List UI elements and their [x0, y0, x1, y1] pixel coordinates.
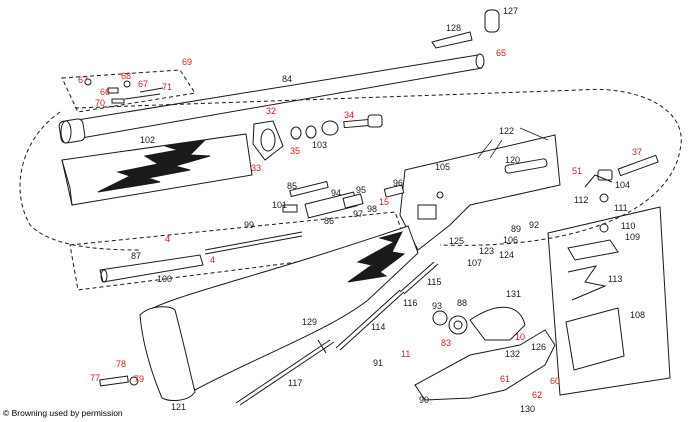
- part-label-11: 11: [401, 349, 410, 359]
- part-label-35: 35: [290, 146, 300, 156]
- part-label-79: 79: [134, 374, 144, 384]
- assembly-outline: [19, 88, 682, 251]
- part-label-101: 101: [272, 200, 287, 210]
- part-label-61: 61: [500, 374, 510, 384]
- part-label-108: 108: [630, 310, 645, 320]
- part-label-97: 97: [353, 209, 363, 219]
- part-label-91: 91: [373, 358, 383, 368]
- part-label-62: 62: [532, 390, 542, 400]
- part-label-37: 37: [632, 147, 642, 157]
- magazine-box: [547, 206, 671, 396]
- part-label-78: 78: [116, 359, 126, 369]
- small-parts: [99, 9, 500, 387]
- part-label-60: 60: [550, 376, 560, 386]
- part-bolt-assembly: [282, 180, 405, 219]
- part-label-65: 65: [496, 48, 506, 58]
- part-label-100: 100: [157, 274, 172, 284]
- part-label-107: 107: [467, 258, 482, 268]
- part-label-94: 94: [331, 188, 341, 198]
- part-label-98: 98: [367, 204, 377, 214]
- part-label-117: 117: [288, 378, 302, 388]
- part-label-110: 110: [621, 221, 635, 231]
- part-label-102: 102: [140, 135, 155, 145]
- part-rods: [235, 261, 439, 406]
- part-label-125: 125: [449, 236, 464, 246]
- part-label-99: 99: [244, 220, 254, 230]
- copyright-notice: © Browning used by permission: [3, 408, 123, 418]
- part-label-111: 111: [614, 203, 628, 213]
- part-label-86: 86: [324, 216, 334, 226]
- part-label-34: 34: [344, 110, 354, 120]
- part-number-labels: 127 128 65 69 67 68 67 66 71 70 84 102 32 34 35 103 33 12…: [78, 6, 645, 414]
- part-label-93: 93: [432, 301, 442, 311]
- part-label-127: 127: [503, 6, 518, 16]
- part-label-126: 126: [531, 342, 546, 352]
- part-label-85: 85: [287, 181, 297, 191]
- part-label-109: 109: [625, 232, 640, 242]
- part-label-89: 89: [511, 224, 521, 234]
- part-label-116: 116: [403, 298, 417, 308]
- sight-parts-box: [61, 69, 196, 113]
- part-lever: [414, 306, 556, 401]
- part-label-104: 104: [615, 180, 630, 190]
- part-label-96: 96: [393, 178, 403, 188]
- part-label-129: 129: [302, 317, 317, 327]
- part-label-88: 88: [457, 298, 467, 308]
- part-label-90: 90: [419, 395, 429, 405]
- part-label-10: 10: [515, 332, 525, 342]
- part-label-83: 83: [441, 338, 451, 348]
- part-label-123: 123: [479, 246, 494, 256]
- part-label-66: 66: [100, 87, 110, 97]
- part-receiver: [399, 134, 561, 251]
- part-label-106: 106: [503, 235, 518, 245]
- part-label-112: 112: [574, 195, 588, 205]
- part-label-124: 124: [499, 250, 514, 260]
- part-label-115: 115: [427, 277, 441, 287]
- part-label-69: 69: [182, 57, 192, 67]
- part-label-32: 32: [266, 106, 276, 116]
- part-label-131: 131: [506, 289, 521, 299]
- part-spring-guide: [584, 154, 659, 203]
- part-buttstock: [139, 225, 419, 401]
- part-label-67b: 67: [138, 79, 148, 89]
- part-label-120: 120: [505, 155, 520, 165]
- part-label-87: 87: [131, 251, 141, 261]
- part-label-95: 95: [356, 185, 366, 195]
- part-label-70: 70: [95, 98, 105, 108]
- part-label-4b: 4: [210, 255, 215, 265]
- part-label-121: 121: [171, 402, 186, 412]
- part-label-4a: 4: [165, 234, 170, 244]
- part-label-114: 114: [371, 322, 385, 332]
- part-label-51: 51: [572, 166, 582, 176]
- part-label-122: 122: [499, 126, 514, 136]
- part-label-103: 103: [312, 140, 327, 150]
- part-label-15: 15: [379, 197, 389, 207]
- part-label-130: 130: [520, 404, 535, 414]
- part-label-67a: 67: [78, 75, 88, 85]
- part-label-105: 105: [435, 162, 450, 172]
- part-label-132: 132: [505, 349, 520, 359]
- part-label-68: 68: [121, 71, 131, 81]
- part-barrel-band: [252, 114, 383, 161]
- part-label-113: 113: [608, 274, 622, 284]
- part-barrel: [58, 53, 485, 144]
- part-label-33: 33: [251, 163, 261, 173]
- part-label-71: 71: [162, 82, 172, 92]
- part-label-128: 128: [446, 23, 461, 33]
- part-forend: [61, 133, 253, 206]
- part-label-84: 84: [282, 74, 292, 84]
- part-label-77: 77: [90, 373, 100, 383]
- part-label-92: 92: [529, 220, 539, 230]
